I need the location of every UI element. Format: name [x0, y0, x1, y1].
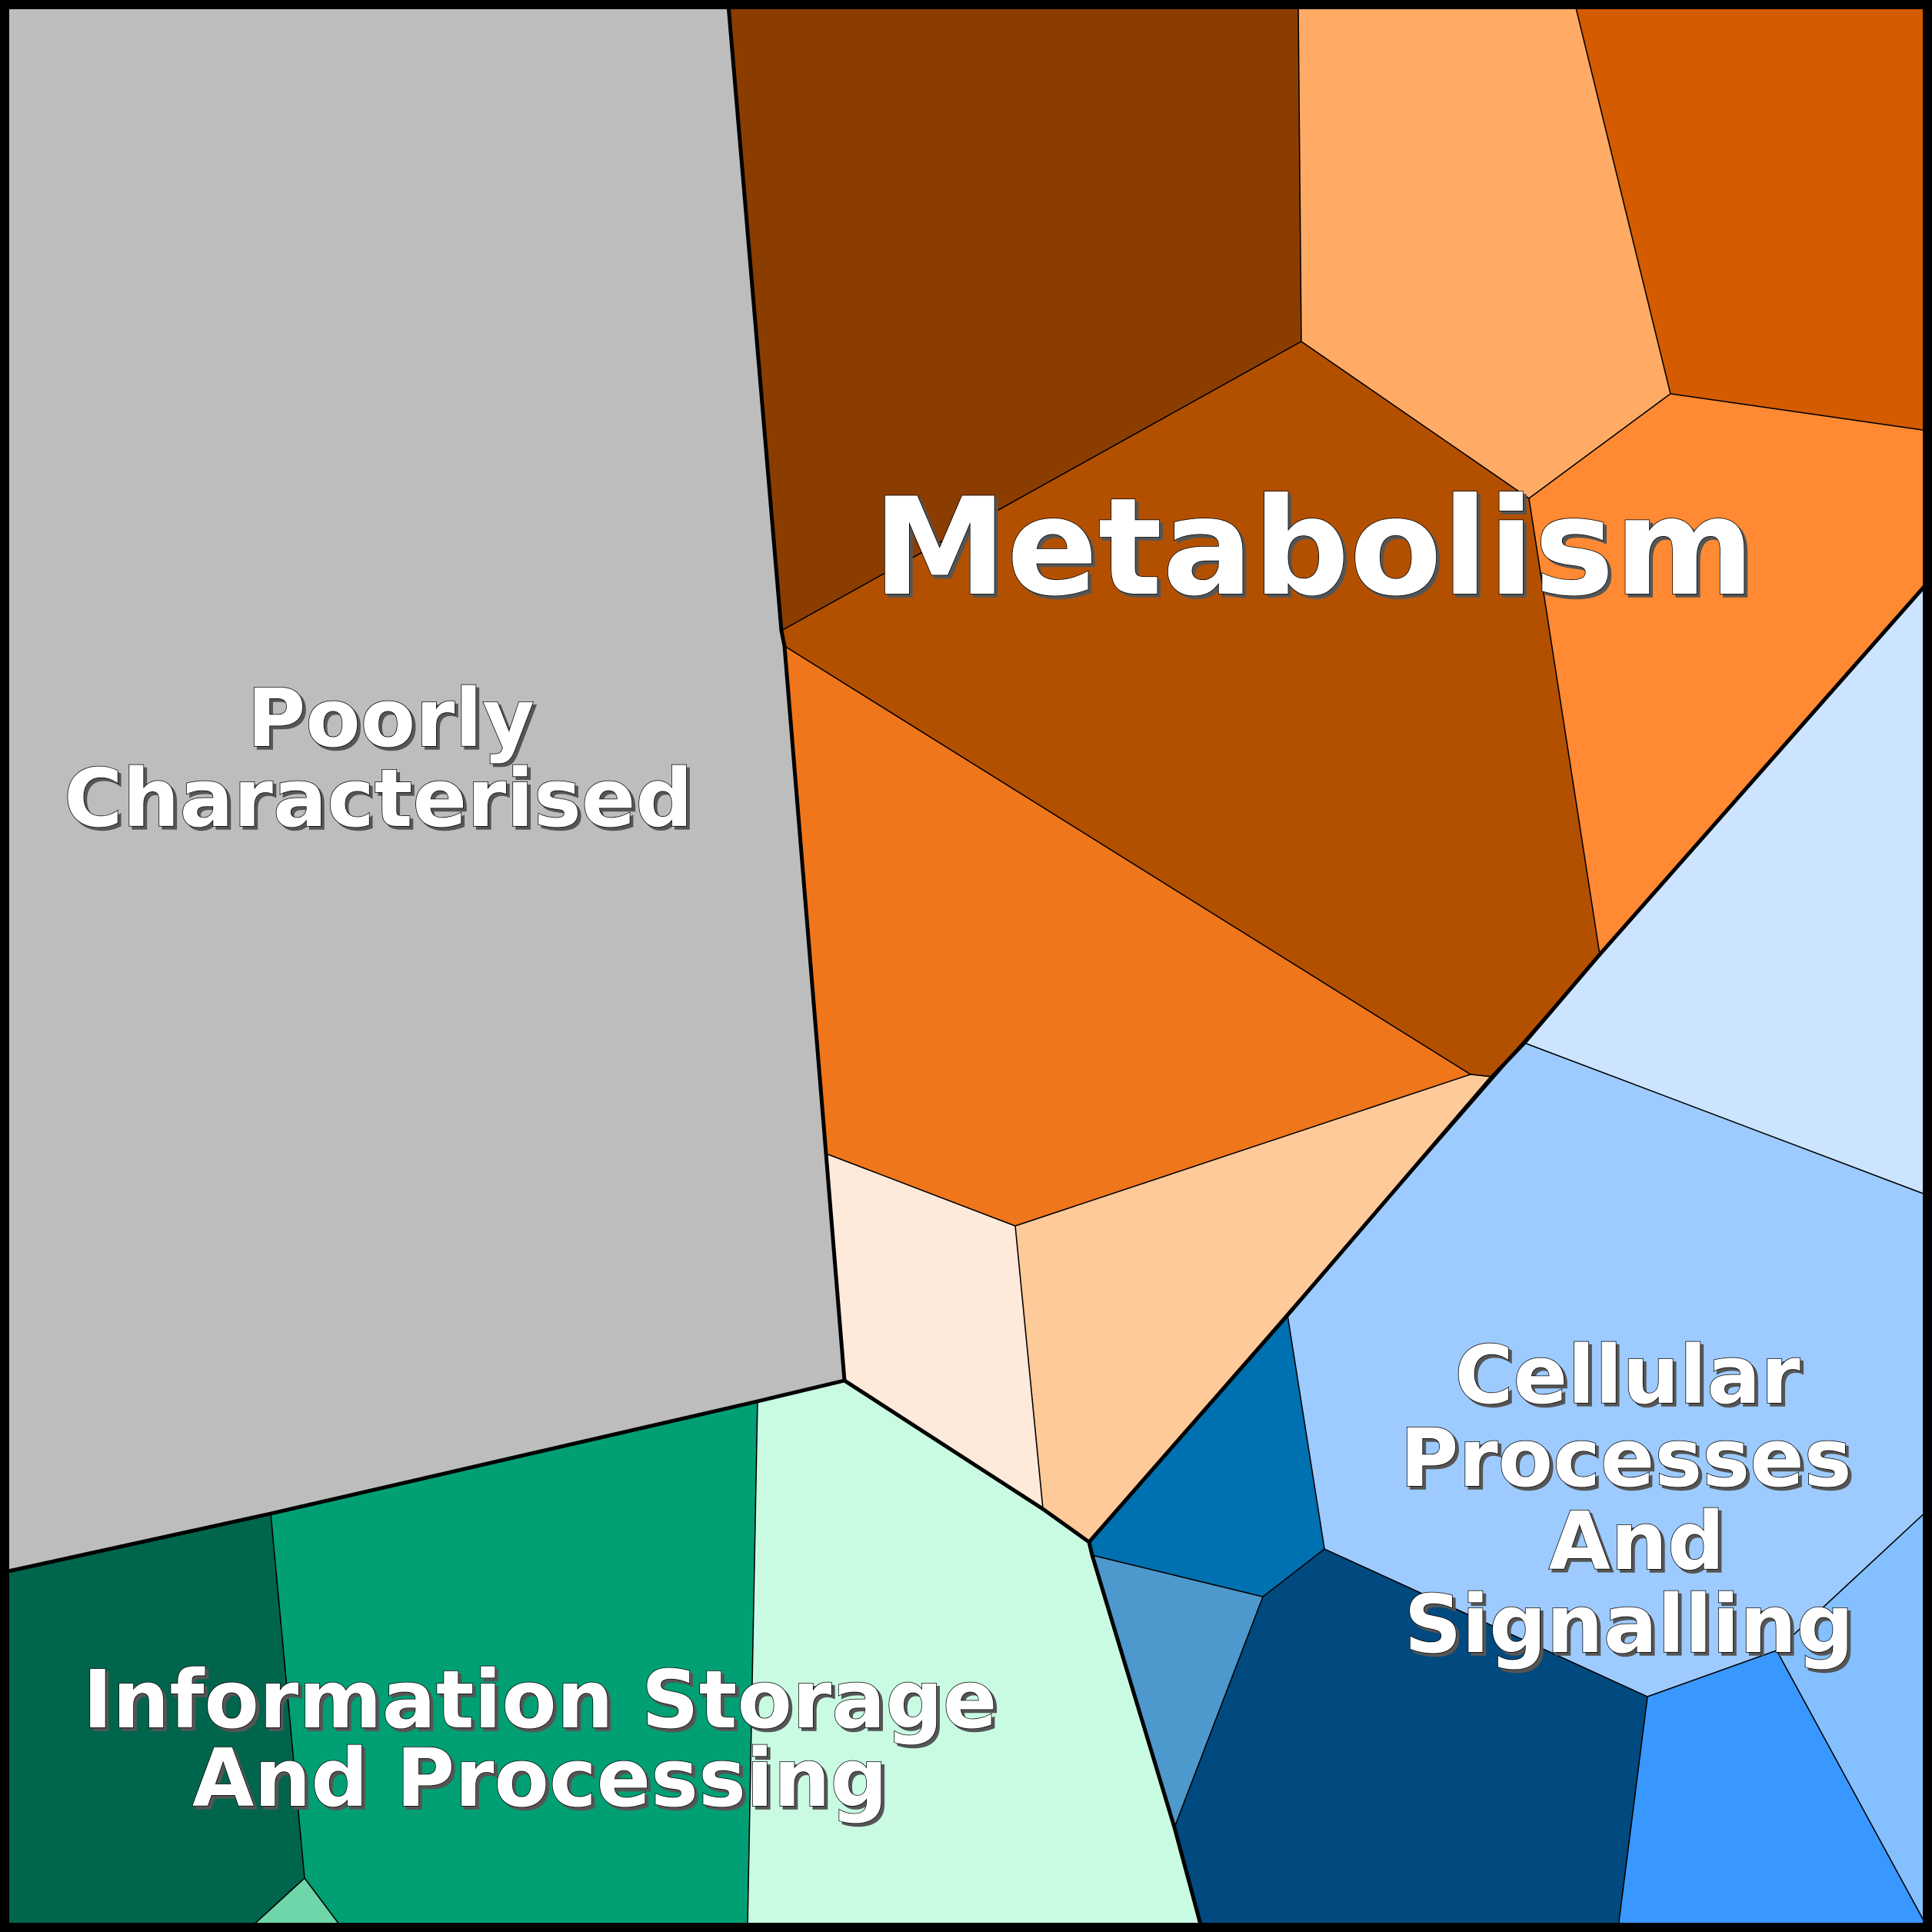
label-poorly-characterised: Poorly Characterised: [63, 671, 693, 846]
group-border-poorly-metabolism: [726, 4, 847, 1381]
label-cellular-line-4: Signalling: [1404, 1577, 1854, 1671]
group-border-poorly-information: [4, 1378, 845, 1574]
label-information-storage: Information Storage And Processing: [82, 1652, 998, 1826]
label-cellular-line-3: And: [1549, 1494, 1725, 1588]
label-cellular-line-1: Cellular: [1454, 1328, 1800, 1422]
label-cellular-line-2: Processes: [1400, 1411, 1851, 1505]
label-information-line-2: And Processing: [192, 1731, 888, 1825]
label-poorly-characterised-line-2: Characterised: [64, 751, 693, 845]
label-poorly-characterised-line-1: Poorly: [247, 671, 535, 765]
group-border-information-cellular: [1087, 1541, 1204, 1928]
label-cellular-processes: Cellular Processes And Signalling: [1400, 1327, 1855, 1672]
group-border-metabolism-cellular: [1088, 581, 1929, 1544]
label-information-line-1: Information Storage: [83, 1653, 998, 1747]
label-metabolism: Metabolism: [873, 470, 1755, 626]
group-border-metabolism-information: [843, 1378, 1091, 1544]
